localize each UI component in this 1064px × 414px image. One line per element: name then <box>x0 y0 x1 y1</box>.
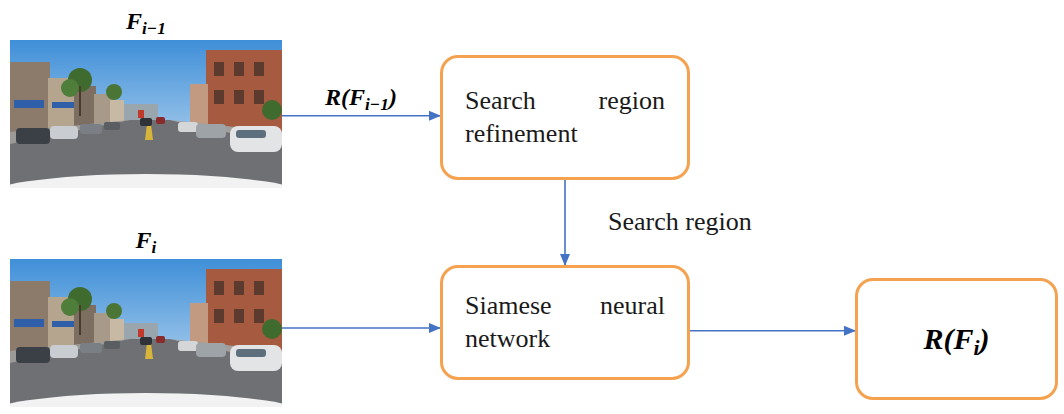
flow-arrow <box>282 115 440 117</box>
box-text: Siamese neural network <box>465 290 665 355</box>
street-photo <box>0 40 316 226</box>
process-box: Siamese neural network <box>440 265 690 380</box>
flow-arrow <box>690 330 855 332</box>
edge-label: Search region <box>605 206 755 239</box>
output-label: R(Fi) <box>880 320 1033 358</box>
flow-arrow <box>282 327 440 329</box>
subscript: i <box>152 238 157 257</box>
subscript: i <box>974 337 980 361</box>
process-box: Search region refinement <box>440 55 690 180</box>
image-frame: Fi <box>10 259 282 408</box>
edge-label: R(Fi−1) <box>322 82 400 112</box>
subscript: i−1 <box>365 95 389 114</box>
street-photo <box>0 259 316 414</box>
box-text: Search region refinement <box>465 85 665 150</box>
process-box: R(Fi) <box>855 278 1058 400</box>
frame-label: Fi−1 <box>10 6 282 36</box>
frame-label: Fi <box>10 225 282 255</box>
subscript: i−1 <box>142 19 166 38</box>
flow-arrow <box>564 180 566 265</box>
image-frame: Fi−1 <box>10 40 282 188</box>
